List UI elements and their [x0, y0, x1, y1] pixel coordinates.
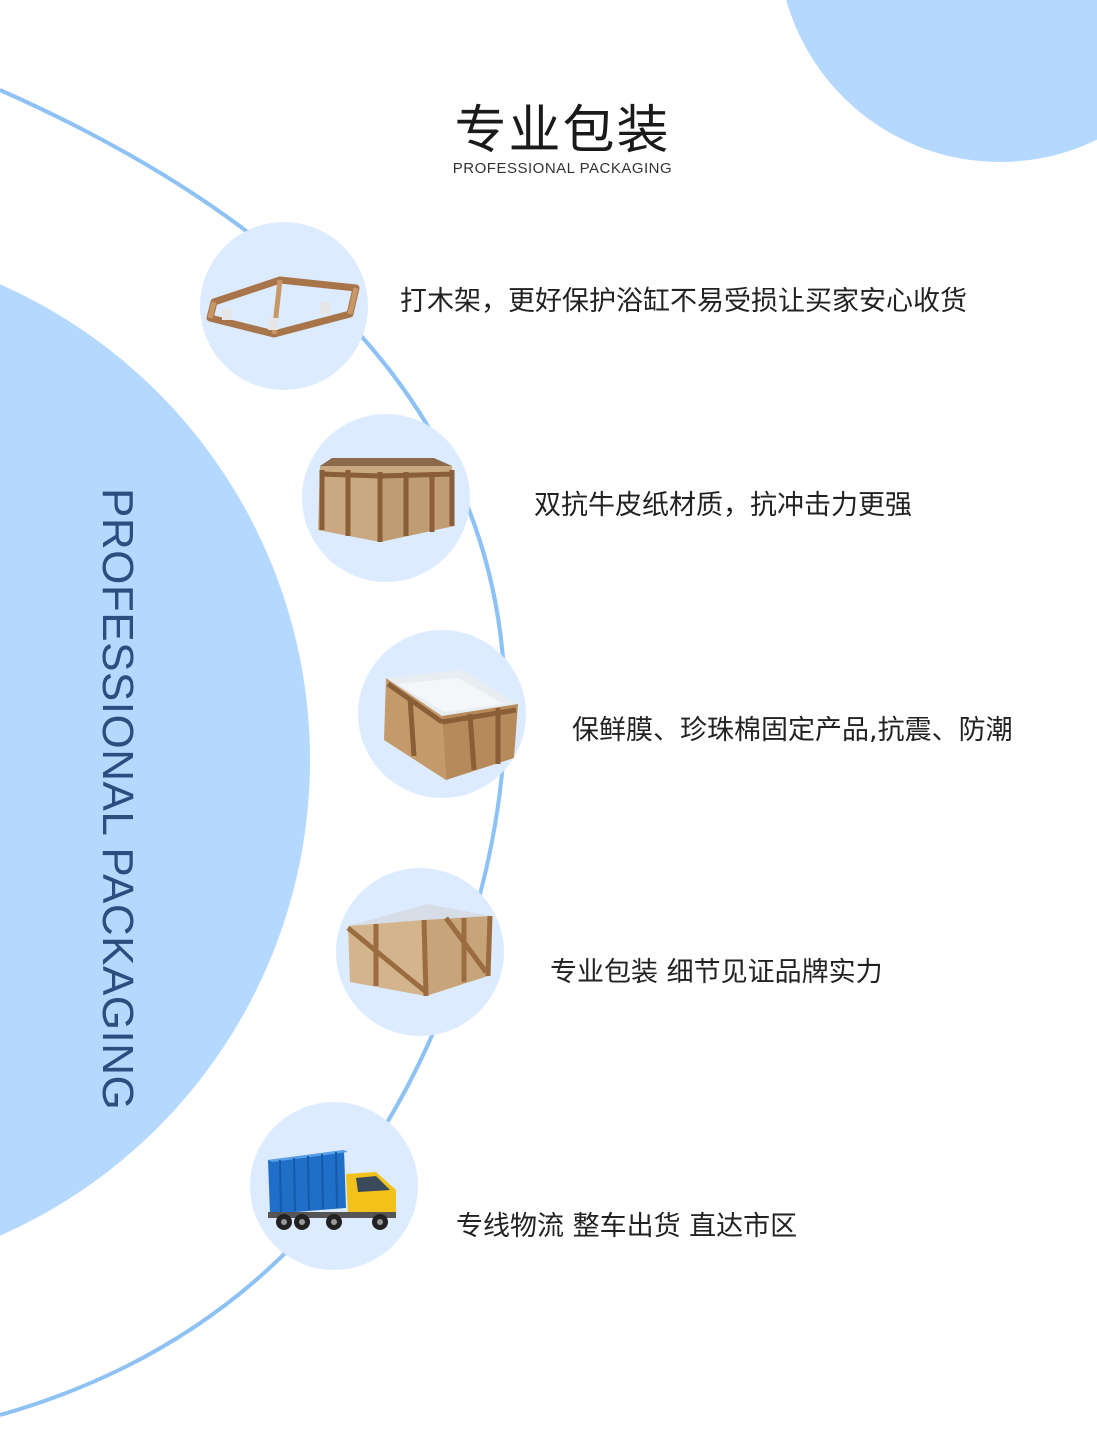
page-title: 专业包装 [454, 101, 671, 161]
feature-circle-kraft-box [302, 414, 470, 582]
feature-text-2: 双抗牛皮纸材质，抗冲击力更强 [534, 490, 912, 521]
wooden-frame-icon [206, 276, 360, 338]
wrapped-crate-icon [346, 904, 493, 997]
feature-circle-lined-box [358, 630, 526, 798]
feature-text-5: 专线物流 整车出货 直达市区 [456, 1211, 798, 1242]
kraft-box-icon [318, 458, 455, 542]
feature-text-4: 专业包装 细节见证品牌实力 [550, 957, 883, 988]
feature-circle-wrapped-crate [336, 868, 504, 1036]
feature-text-3: 保鲜膜、珍珠棉固定产品,抗震、防潮 [572, 715, 1013, 746]
lined-box-icon [384, 670, 518, 780]
feature-circle-wooden-frame [200, 222, 368, 390]
page-subtitle: PROFESSIONAL PACKAGING [452, 160, 673, 177]
side-vertical-label: PROFESSIONAL PACKAGING [93, 488, 142, 1111]
feature-text-1: 打木架，更好保护浴缸不易受损让买家安心收货 [400, 286, 967, 317]
feature-circle-truck [250, 1102, 418, 1270]
truck-icon [268, 1150, 396, 1230]
